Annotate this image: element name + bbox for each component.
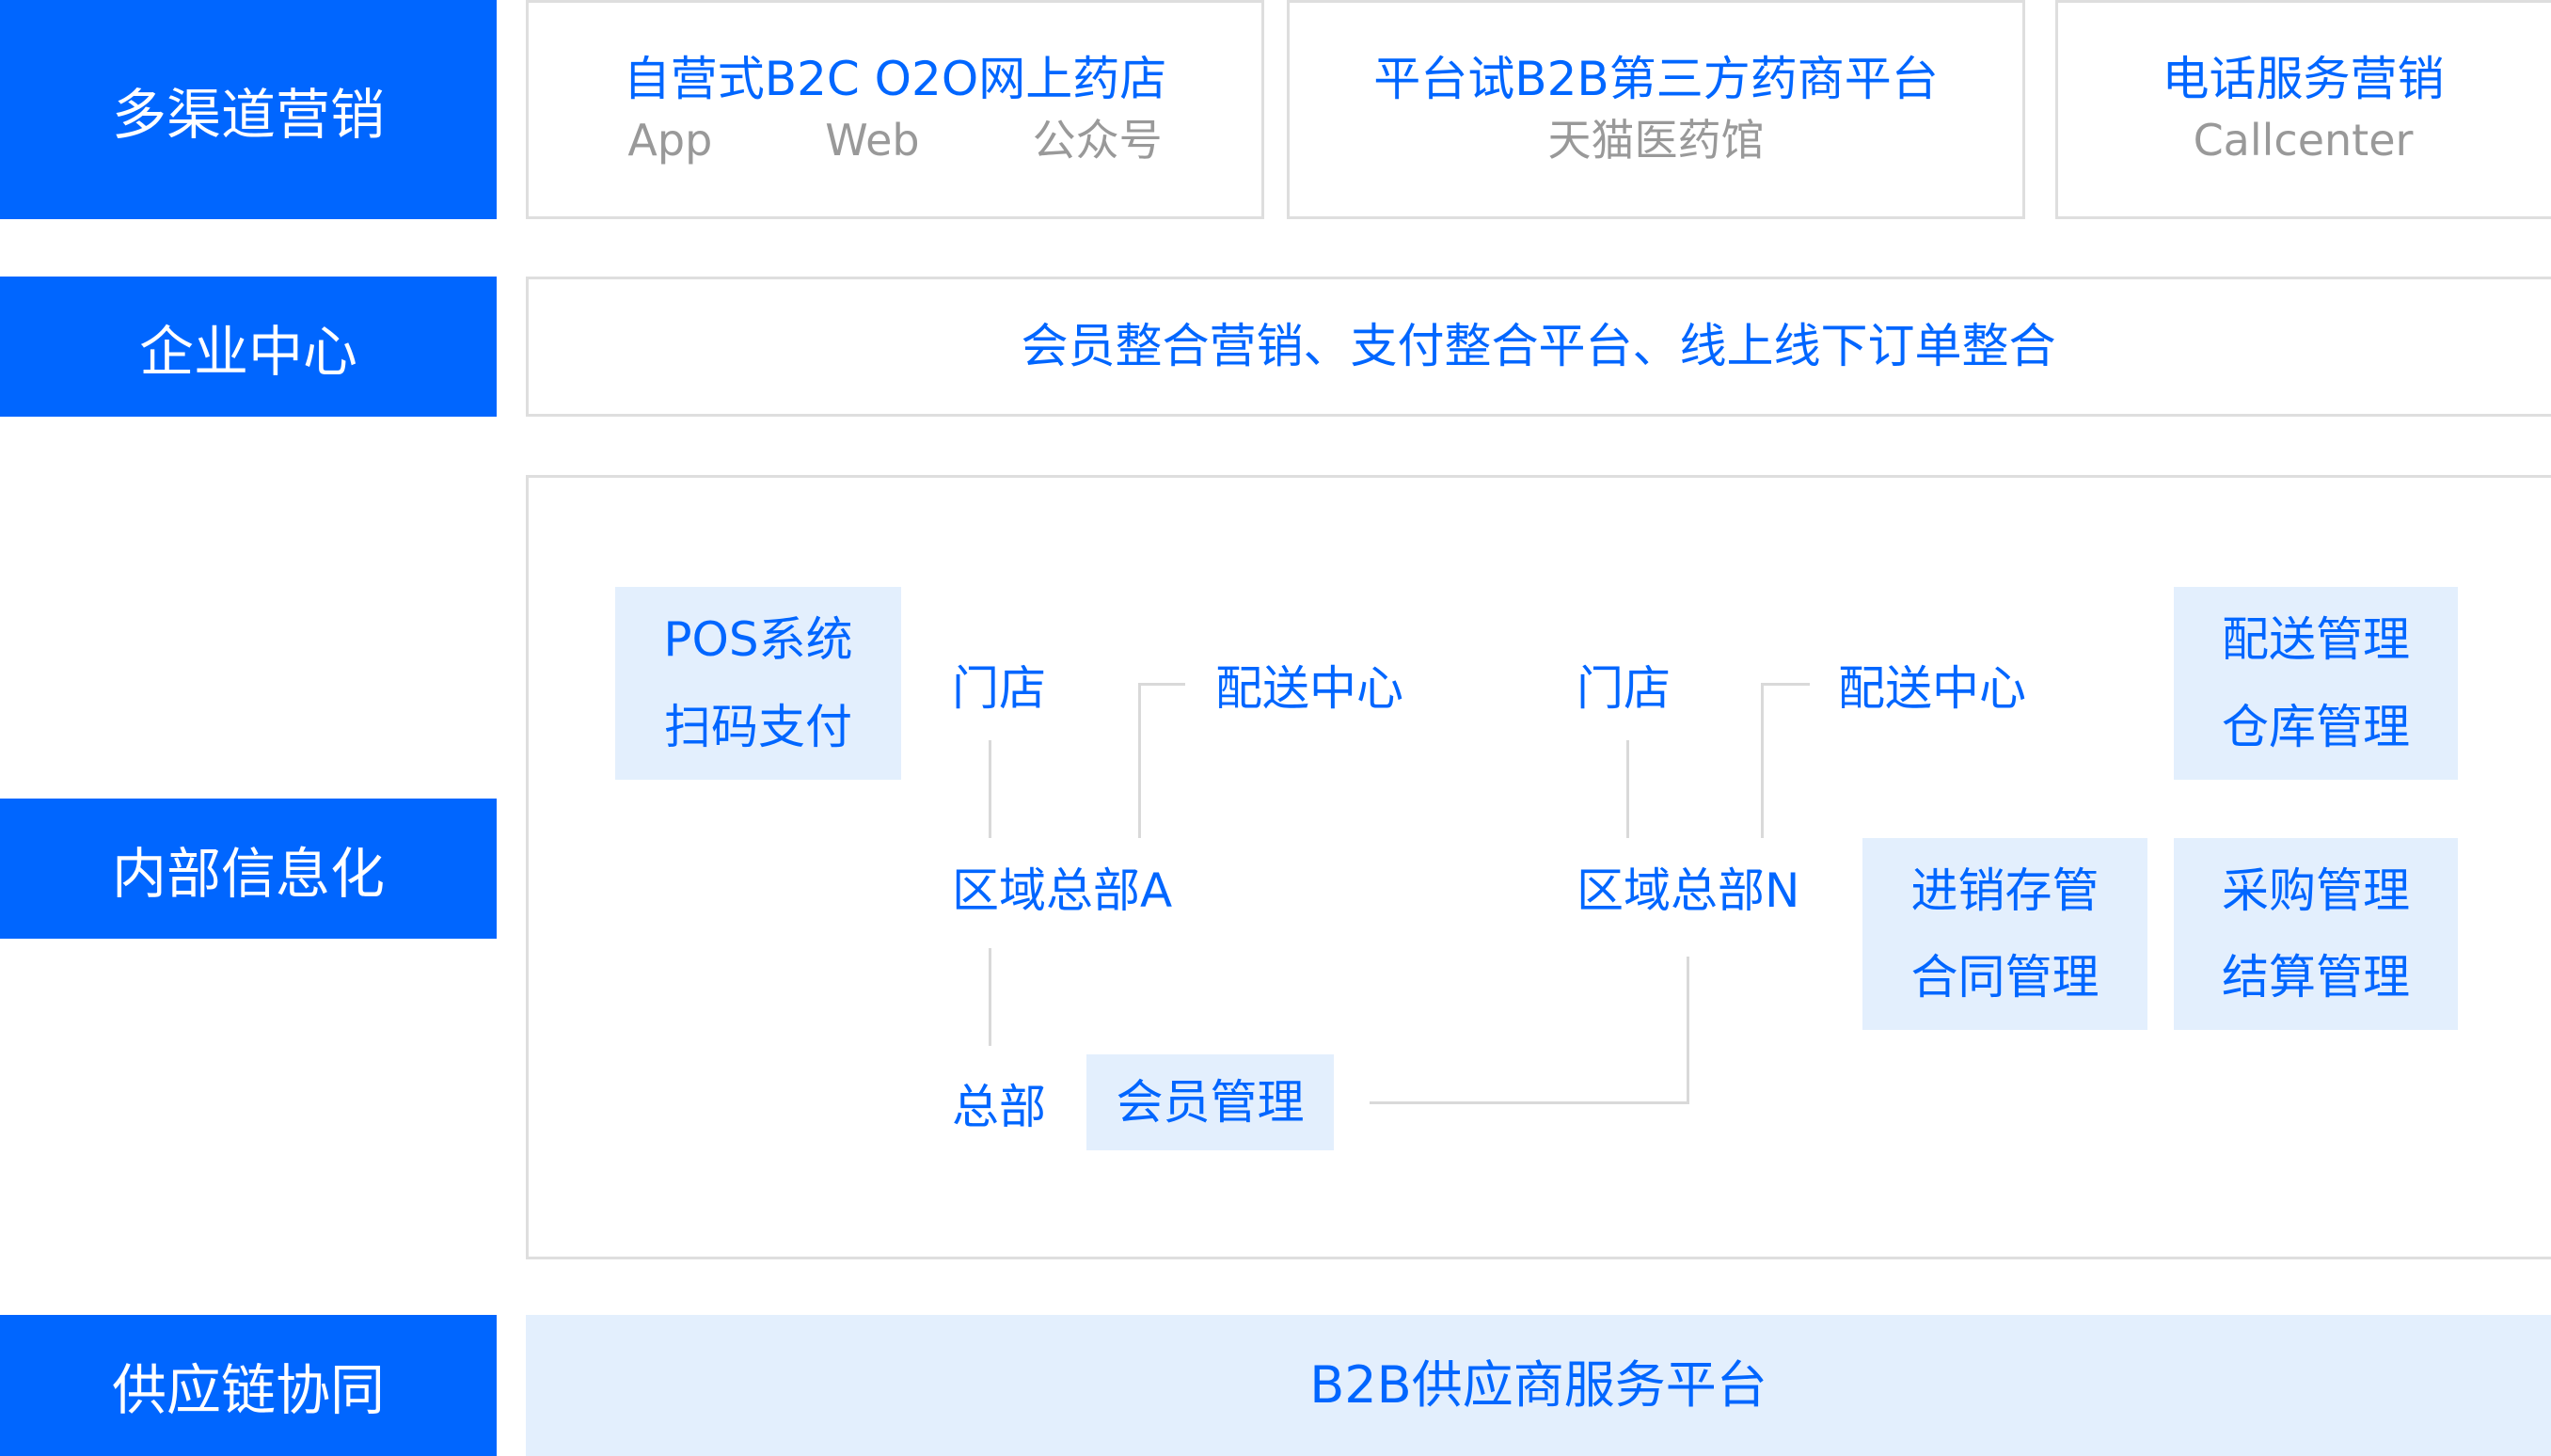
region-a: 区域总部A xyxy=(952,863,1173,918)
row-label-internal: 内部信息化 xyxy=(0,799,497,939)
chip-line: 扫码支付 xyxy=(664,699,852,754)
store-a: 门店 xyxy=(952,661,1046,716)
card-sub: Callcenter xyxy=(2193,114,2414,166)
purchase-chip: 采购管理 结算管理 xyxy=(2174,838,2458,1030)
supply-text: B2B供应商服务平台 xyxy=(1309,1354,1767,1415)
card-callcenter: 电话服务营销 Callcenter xyxy=(2055,0,2551,219)
row-label-multichannel: 多渠道营销 xyxy=(0,0,497,219)
delivery-chip: 配送管理 仓库管理 xyxy=(2174,587,2458,780)
card-title: 自营式B2C O2O网上药店 xyxy=(623,51,1167,106)
card-title: 平台试B2B第三方药商平台 xyxy=(1373,51,1939,106)
connector-line xyxy=(1626,740,1629,838)
enterprise-text: 会员整合营销、支付整合平台、线上线下订单整合 xyxy=(1021,319,2056,373)
hq: 总部 xyxy=(952,1080,1046,1134)
chip-line: 配送管理 xyxy=(2222,612,2410,667)
chip-line: 采购管理 xyxy=(2222,863,2410,918)
card-b2b-platform: 平台试B2B第三方药商平台 天猫医药馆 xyxy=(1287,0,2025,219)
chip-line: 合同管理 xyxy=(1910,950,2099,1005)
card-sub-wechat: 公众号 xyxy=(1032,114,1163,166)
card-title: 电话服务营销 xyxy=(2162,51,2445,106)
chip-line: 结算管理 xyxy=(2222,950,2410,1005)
chip-line: 进销存管 xyxy=(1910,863,2099,918)
row-label-supply: 供应链协同 xyxy=(0,1315,497,1456)
connector-line xyxy=(1687,957,1689,1104)
connector-line xyxy=(1761,683,1764,838)
pos-chip: POS系统 扫码支付 xyxy=(615,587,901,780)
inventory-chip: 进销存管 合同管理 xyxy=(1862,838,2147,1030)
card-sub-app: App xyxy=(627,114,713,166)
chip-line: 仓库管理 xyxy=(2222,699,2410,754)
store-n: 门店 xyxy=(1577,661,1671,716)
enterprise-box: 会员整合营销、支付整合平台、线上线下订单整合 xyxy=(526,277,2551,417)
connector-line xyxy=(989,948,991,1046)
connector-line xyxy=(1138,683,1185,686)
dc-a: 配送中心 xyxy=(1215,661,1403,716)
row-label-enterprise: 企业中心 xyxy=(0,277,497,417)
region-n: 区域总部N xyxy=(1577,863,1800,918)
member-chip: 会员管理 xyxy=(1086,1054,1334,1150)
supply-box: B2B供应商服务平台 xyxy=(526,1315,2551,1456)
connector-line xyxy=(989,740,991,838)
connector-line xyxy=(1138,683,1141,838)
card-sub-web: Web xyxy=(825,114,920,166)
connector-line xyxy=(1370,1101,1689,1104)
chip-line: 会员管理 xyxy=(1116,1074,1305,1130)
chip-line: POS系统 xyxy=(663,612,853,667)
connector-line xyxy=(1761,683,1810,686)
card-b2c-o2o: 自营式B2C O2O网上药店 App Web 公众号 xyxy=(526,0,1264,219)
card-sub: 天猫医药馆 xyxy=(1547,114,1765,166)
dc-n: 配送中心 xyxy=(1838,661,2026,716)
